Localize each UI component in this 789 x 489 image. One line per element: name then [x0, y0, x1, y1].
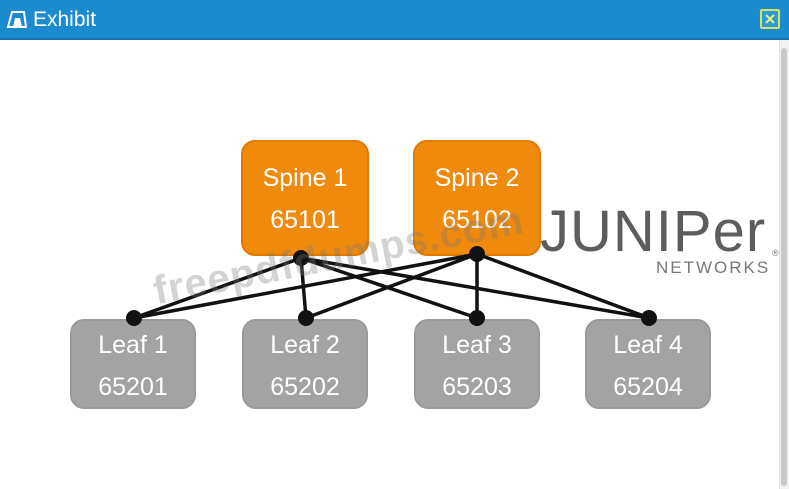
leaf-port-dot — [126, 310, 142, 326]
leaf-2-node: Leaf 2 65202 — [242, 319, 368, 409]
topology-link-endpoints — [126, 246, 657, 326]
spine-asn: 65102 — [442, 206, 512, 234]
juniper-networks-logo: JUNIPer NETWORKS ® — [540, 200, 789, 290]
close-button[interactable] — [760, 9, 780, 29]
spine-name: Spine 1 — [262, 164, 348, 192]
spine-name: Spine 2 — [434, 164, 520, 192]
leaf-asn: 65201 — [98, 373, 168, 401]
leaf-name: Leaf 2 — [270, 331, 340, 359]
leaf-asn: 65204 — [613, 373, 683, 401]
leaf-asn: 65203 — [442, 373, 512, 401]
link-spine-1-leaf-1 — [133, 256, 302, 320]
link-spine-2-leaf-2 — [305, 252, 478, 320]
link-spine-2-leaf-1 — [133, 252, 478, 320]
brand-subtitle: NETWORKS — [656, 258, 771, 277]
spine-asn: 65101 — [270, 206, 340, 234]
leaf-1-node: Leaf 1 65201 — [70, 319, 196, 409]
leaf-name: Leaf 1 — [98, 331, 168, 359]
leaf-port-dot — [641, 310, 657, 326]
leaf-3-node: Leaf 3 65203 — [414, 319, 540, 409]
leaf-asn: 65202 — [270, 373, 340, 401]
vertical-scrollbar[interactable] — [779, 40, 789, 489]
brand-wordmark: JUNIPer — [540, 199, 767, 264]
exhibit-icon — [6, 9, 28, 29]
spine-1-node: Spine 1 65101 — [241, 140, 369, 256]
link-spine-1-leaf-4 — [300, 256, 650, 320]
leaf-name: Leaf 4 — [613, 331, 683, 359]
spine-port-dot — [293, 250, 309, 266]
window-titlebar: Exhibit — [0, 0, 789, 40]
leaf-port-dot — [298, 310, 314, 326]
link-spine-2-leaf-4 — [476, 252, 650, 320]
leaf-name: Leaf 3 — [442, 331, 512, 359]
leaf-port-dot — [469, 310, 485, 326]
leaf-4-node: Leaf 4 65204 — [585, 319, 711, 409]
exhibit-content: Spine 1 65101 Spine 2 65102 Leaf 1 65201… — [0, 40, 779, 489]
spine-2-node: Spine 2 65102 — [413, 140, 541, 256]
window-title: Exhibit — [33, 8, 97, 31]
spine-port-dot — [469, 246, 485, 262]
scrollbar-thumb[interactable] — [781, 48, 787, 486]
registered-mark: ® — [772, 248, 779, 258]
